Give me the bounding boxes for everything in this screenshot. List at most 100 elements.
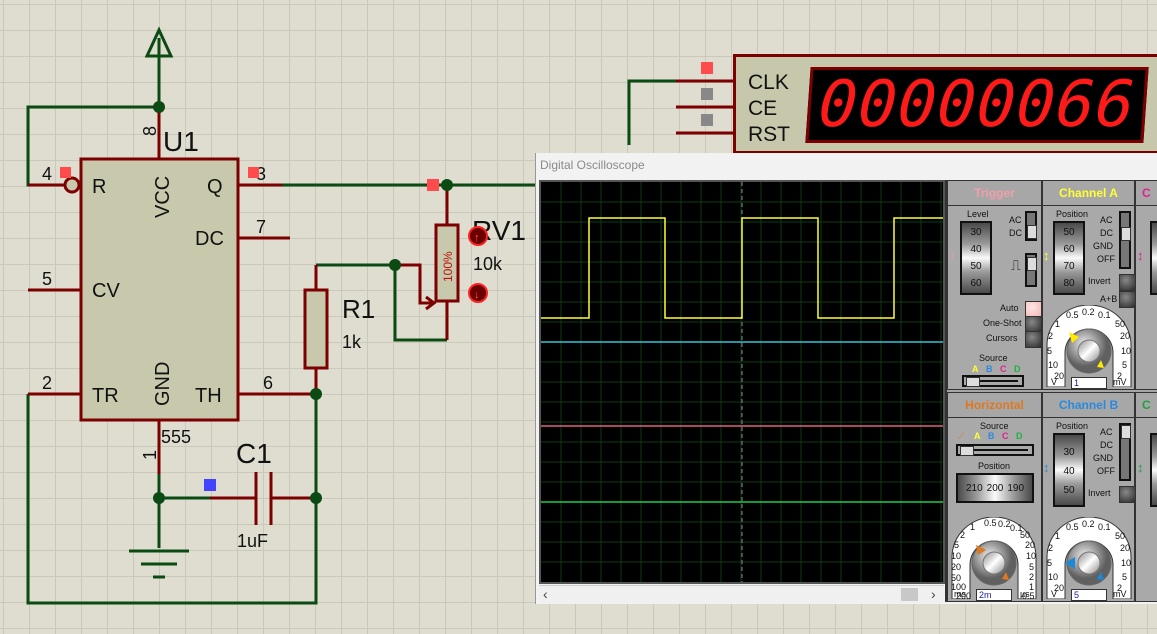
coupling-dc-label: DC [1100,228,1113,238]
channel-b-position-arrows-icon: ↕ [1043,460,1050,475]
pin-number-5: 5 [42,269,52,289]
coupling-gnd-label: GND [1093,453,1113,463]
junction-dots [153,101,453,504]
channel-a-position-arrows-icon: ↕ [1043,248,1050,263]
rv1-potentiometer[interactable]: 100% RV1 10k [395,185,526,340]
channel-b-value-input[interactable]: 5 [1071,589,1107,601]
scroll-left-icon[interactable]: ‹ [543,586,548,602]
logic-probe-low [204,479,216,491]
timebase-value-input[interactable]: 2m [976,589,1012,601]
channel-a-position-drum[interactable]: 50 60 70 80 [1053,221,1085,295]
one-shot-label: One-Shot [983,318,1022,328]
c1-capacitor[interactable]: C1 1uF [210,438,316,551]
control-panels: Trigger Level 30 40 50 60 ↕ AC DC ⎍ Auto… [945,180,1157,602]
cursors-button[interactable] [1025,331,1042,348]
source-b-label: B [988,431,995,441]
level-label: Level [967,209,989,219]
source-b-label: B [986,364,993,374]
pin-number-7: 7 [256,217,266,237]
c1-value: 1uF [237,531,268,551]
c1-ref: C1 [236,438,272,469]
logic-probe-high [248,167,259,178]
coupling-gnd-label: GND [1093,241,1113,251]
channel-b-position-drum[interactable]: 30 40 50 [1053,433,1085,507]
position-label: Position [1056,421,1089,431]
trigger-coupling-switch[interactable] [1025,211,1037,241]
power-terminal[interactable] [144,26,174,107]
channel-b-coupling-switch[interactable] [1119,423,1131,481]
channel-a-volts-dial[interactable]: 0.5 0.2 0.1 1 2 5 10 20 50 20 10 5 2 [1043,304,1135,388]
channel-b-panel: Channel B Position 30 40 50 ↕ AC DC GND … [1042,392,1136,602]
ground-symbol [129,549,189,579]
source-a-label: A [972,364,979,374]
cursors-label: Cursors [986,333,1018,343]
trigger-edge-switch[interactable] [1025,253,1037,287]
counter-timer-component[interactable]: CLK CE RST 00000066 [733,54,1157,154]
pin-dc-label: DC [195,228,224,250]
channel-a-invert-button[interactable] [1119,274,1136,291]
channel-b-volts-dial[interactable]: 0.5 0.2 0.1 1 2 5 10 20 50 20 10 5 2 [1043,516,1135,600]
ce-probe-neutral [701,88,713,100]
rst-probe-neutral [701,114,713,126]
horizontal-scrollbar[interactable]: ‹ › [539,585,944,603]
u1-part: 555 [161,427,191,447]
horizontal-position-drum[interactable]: 210 200 190 [956,473,1034,503]
trigger-source-slider[interactable] [962,375,1024,387]
pin-number-8: 8 [140,126,160,136]
r1-resistor[interactable]: R1 1k [303,265,375,394]
logic-probe-high [427,179,439,191]
unit-ms: ms [954,589,966,599]
coupling-dc-label: DC [1009,228,1022,238]
pin-vcc-label: VCC [152,176,174,218]
a-plus-b-label: A+B [1100,294,1118,304]
coupling-ac-label: AC [1009,215,1022,225]
ramp-icon: ⟋ [958,431,965,441]
trigger-level-drum[interactable]: 30 40 50 60 [960,221,992,295]
pin-number-1: 1 [140,450,160,460]
pin-tr-label: TR [92,385,119,407]
auto-label: Auto [1000,303,1019,313]
trigger-level-arrows-icon: ↕ [949,248,956,263]
position-label: Position [978,461,1011,471]
channel-d-position-arrows-icon: ↕ [1137,460,1144,475]
source-label: Source [979,353,1008,363]
channel-b-header: Channel B [1043,393,1134,418]
channel-c-position-drum[interactable] [1150,221,1157,295]
window-title: Digital Oscilloscope [540,158,645,172]
horizontal-timebase-dial[interactable]: 1 0.5 0.2 0.1 2 5 10 20 50 100 200 50 20… [951,516,1037,601]
unit-volts: V [1051,377,1058,387]
coupling-off-label: OFF [1097,254,1115,264]
pin-number-4: 4 [42,164,52,184]
unit-volts: V [1051,589,1058,599]
horizontal-header: Horizontal [948,393,1041,418]
coupling-dc-label: DC [1100,440,1113,450]
u1-555-timer[interactable]: U1 555 R Q DC CV TR TH VCC GND 4 8 3 7 5… [28,107,316,474]
oscilloscope-window[interactable]: Digital Oscilloscope ‹ › Trigger Level 3… [535,153,1157,604]
channel-a-panel: Channel A Position 50 60 70 80 ↕ AC DC G… [1042,180,1136,390]
source-c-label: C [1000,364,1007,374]
channel-b-invert-button[interactable] [1119,486,1136,503]
rv1-increase-button[interactable]: ↑ [468,226,488,246]
counter-input-wires [676,79,735,135]
scroll-thumb[interactable] [901,588,918,601]
wires [26,79,688,605]
channel-d-position-drum[interactable] [1150,433,1157,507]
channel-d-header: C [1136,393,1157,418]
pin-gnd-label: GND [152,362,174,406]
rv1-decrease-button[interactable]: ↓ [468,283,488,303]
channel-a-coupling-switch[interactable] [1119,211,1131,269]
scroll-right-icon[interactable]: › [931,586,936,602]
channel-a-value-input[interactable]: 1 [1071,377,1107,389]
trace-channel-a [541,217,943,319]
source-d-label: D [1014,364,1021,374]
horizontal-source-slider[interactable] [956,444,1034,456]
horizontal-panel: Horizontal Source ⟋ A B C D Position 210… [947,392,1042,602]
position-label: Position [1056,209,1089,219]
invert-label: Invert [1088,276,1111,286]
source-d-label: D [1016,431,1023,441]
pin-cv-label: CV [92,280,120,302]
pin-number-6: 6 [263,373,273,393]
rv1-wiper-percent: 100% [441,251,455,282]
channel-c-panel: C ↕ [1135,180,1157,390]
